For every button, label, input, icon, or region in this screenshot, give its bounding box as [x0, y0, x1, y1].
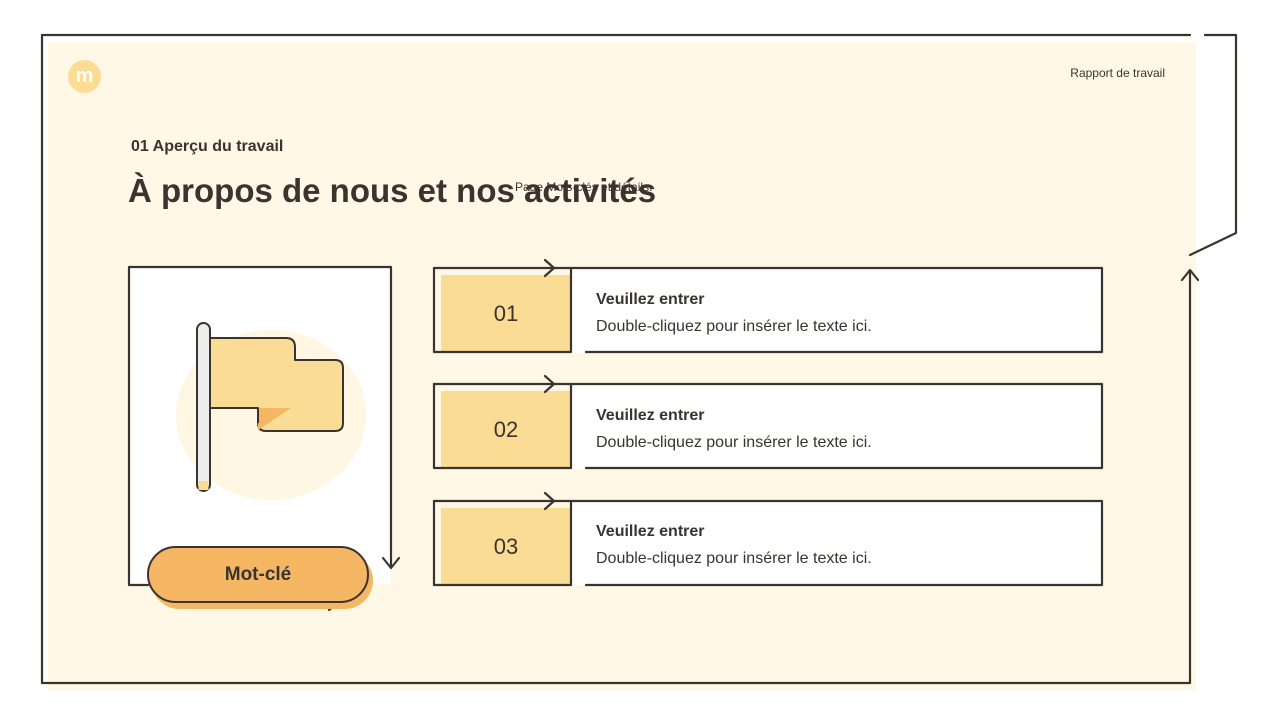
slide-frame — [40, 33, 1192, 685]
item-title-2[interactable]: Veuillez entrer — [596, 407, 705, 424]
arrow-up-icon — [1180, 268, 1200, 282]
item-row-2[interactable] — [571, 384, 1102, 469]
report-label: Rapport de travail — [1070, 66, 1165, 80]
arrow-right-icon — [543, 374, 556, 394]
item-body-2[interactable]: Double-cliquez pour insérer le texte ici… — [596, 434, 872, 451]
arrow-right-icon — [543, 258, 556, 278]
corner-tab — [1188, 33, 1238, 257]
logo-letter: m — [75, 64, 94, 87]
item-body-3[interactable]: Double-cliquez pour insérer le texte ici… — [596, 550, 872, 567]
item-number-2: 02 — [441, 391, 571, 469]
panel-outline — [127, 265, 393, 587]
flag-icon — [196, 322, 344, 492]
arrow-right-icon — [543, 491, 556, 511]
item-number-3: 03 — [441, 508, 571, 586]
item-row-1[interactable] — [571, 268, 1102, 353]
item-body-1[interactable]: Double-cliquez pour insérer le texte ici… — [596, 318, 872, 335]
item-title-1[interactable]: Veuillez entrer — [596, 291, 705, 308]
item-row-3[interactable] — [571, 500, 1102, 585]
page-subtitle: Page Mots-clés et détails. — [515, 180, 653, 194]
logo-icon: m — [68, 60, 101, 93]
item-number-1: 01 — [441, 275, 571, 353]
arrow-down-icon — [381, 556, 401, 570]
page-title: À propos de nous et nos activités — [128, 172, 657, 209]
keyword-button[interactable]: Mot-clé — [147, 546, 369, 603]
item-title-3[interactable]: Veuillez entrer — [596, 523, 705, 540]
section-label: 01 Aperçu du travail — [131, 138, 284, 155]
